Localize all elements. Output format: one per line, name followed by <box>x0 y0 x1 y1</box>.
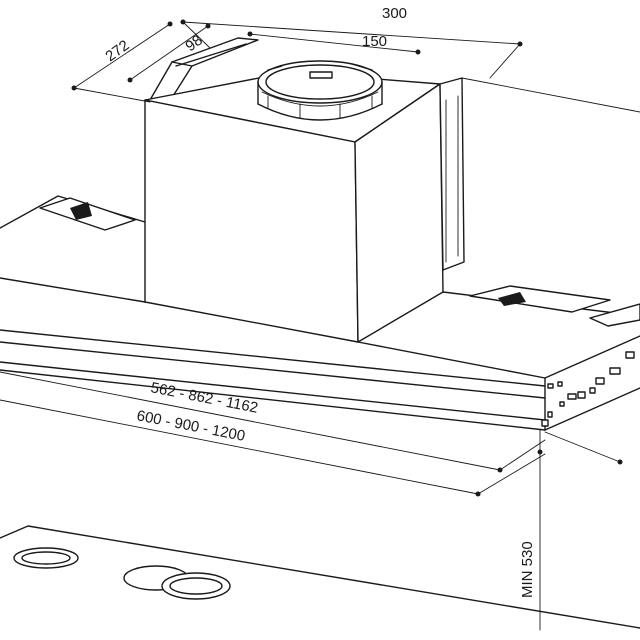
dimension-inner-width: 562 - 862 - 1162 <box>149 379 259 416</box>
dimension-lines <box>0 19 640 631</box>
dimension-300: 300 <box>382 5 407 22</box>
dimension-min-530: MIN 530 <box>519 541 536 598</box>
cooktop <box>0 525 640 629</box>
dimension-150: 150 <box>362 33 387 50</box>
dimension-272: 272 <box>102 37 132 65</box>
dimension-overall-width: 600 - 900 - 1200 <box>135 407 246 445</box>
hood-body <box>0 195 640 431</box>
dimension-98: 98 <box>182 32 205 56</box>
outlet-collar <box>257 60 383 121</box>
